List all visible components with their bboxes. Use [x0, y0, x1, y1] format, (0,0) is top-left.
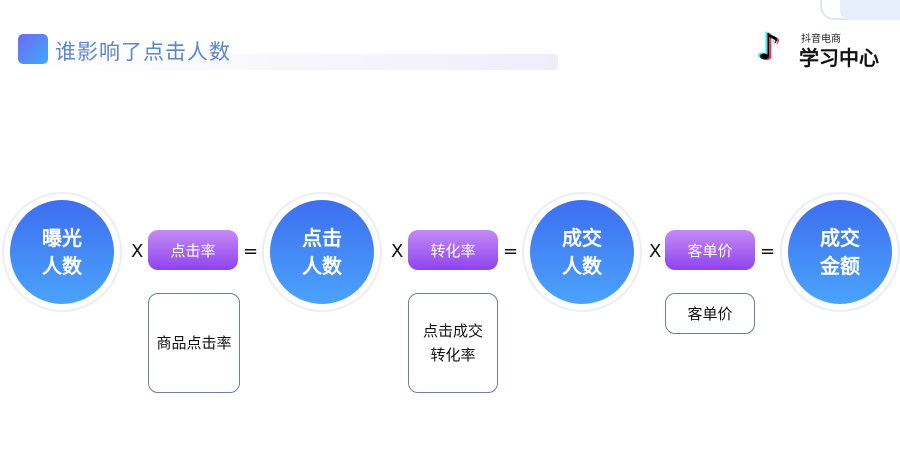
detail-label: 点击成交 — [422, 322, 483, 340]
node-label: 人数 — [302, 254, 342, 278]
detail-click-conversion-rate: 点击成交转化率 — [408, 293, 498, 393]
node-label: 金额 — [820, 254, 860, 278]
node-label: 人数 — [42, 254, 82, 278]
equals-sign: = — [243, 241, 259, 262]
factor-conversion-rate: 转化率 — [408, 230, 498, 270]
node-label: 人数 — [562, 254, 602, 278]
node-deal-users: 成交人数 — [522, 192, 642, 312]
node-label: 点击 — [302, 226, 342, 250]
equals-sign: = — [760, 241, 776, 262]
multiply-sign: X — [131, 241, 144, 262]
detail-label: 转化率 — [430, 346, 476, 364]
multiply-sign: X — [649, 241, 662, 262]
detail-avg-order-value: 客单价 — [665, 293, 755, 334]
node-label: 成交 — [820, 226, 860, 250]
douyin-logo-icon: ♪ — [757, 27, 780, 68]
detail-product-click-rate: 商品点击率 — [148, 293, 240, 393]
factor-avg-order-value: 客单价 — [665, 230, 755, 270]
logo-subtitle: 抖音电商 — [801, 34, 841, 45]
multiply-sign: X — [391, 241, 404, 262]
node-click-users: 点击人数 — [262, 192, 382, 312]
page-title: 谁影响了点击人数 — [55, 40, 231, 64]
node-label: 成交 — [562, 226, 602, 250]
decorative-block — [840, 0, 900, 20]
title-underline — [18, 54, 558, 70]
node-deal-amount: 成交金额 — [780, 192, 900, 312]
node-exposure-users: 曝光人数 — [2, 192, 122, 312]
factor-click-rate: 点击率 — [148, 230, 238, 270]
node-label: 曝光 — [42, 226, 82, 250]
title-marker-icon — [18, 34, 48, 64]
equals-sign: = — [503, 241, 519, 262]
logo-title: 学习中心 — [799, 46, 879, 70]
